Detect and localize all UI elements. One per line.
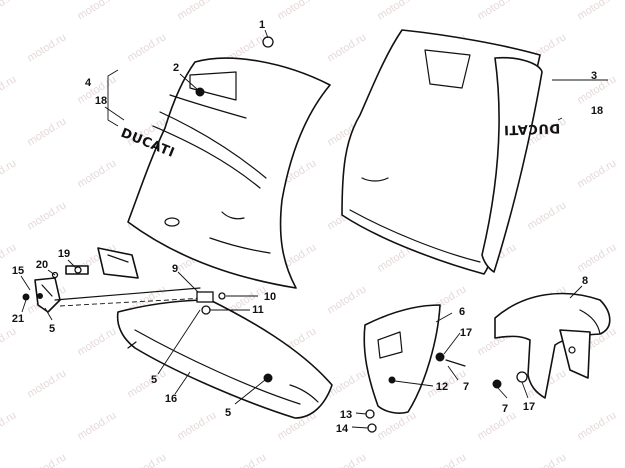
group-bracket-4 bbox=[107, 69, 119, 127]
lower-side-panel bbox=[363, 304, 441, 414]
watermark-text: motod.ru bbox=[175, 0, 218, 23]
watermark-text: motod.ru bbox=[525, 451, 568, 468]
watermark-text: motod.ru bbox=[25, 367, 68, 400]
callout-18-left: 18 bbox=[95, 95, 107, 107]
watermark-text: motod.ru bbox=[25, 199, 68, 232]
callout-5-left: 5 bbox=[49, 323, 55, 335]
callout-9: 9 bbox=[172, 263, 178, 275]
callout-11: 11 bbox=[252, 304, 264, 316]
bolt-21 bbox=[22, 293, 30, 301]
watermark-text: motod.ru bbox=[475, 409, 518, 442]
watermark-text: motod.ru bbox=[475, 0, 518, 23]
watermark-text: motod.ru bbox=[75, 325, 118, 358]
callout-15: 15 bbox=[12, 265, 24, 277]
watermark-text: motod.ru bbox=[0, 0, 18, 23]
watermark-text: motod.ru bbox=[575, 0, 618, 23]
watermark-text: motod.ru bbox=[575, 241, 618, 274]
watermark-text: motod.ru bbox=[125, 31, 168, 64]
callout-21: 21 bbox=[12, 313, 24, 325]
watermark-text: motod.ru bbox=[75, 0, 118, 23]
watermark-text: motod.ru bbox=[0, 325, 18, 358]
watermark-text: motod.ru bbox=[125, 451, 168, 468]
callout-19: 19 bbox=[58, 248, 70, 260]
watermark-text: motod.ru bbox=[225, 451, 268, 468]
watermark-text: motod.ru bbox=[75, 157, 118, 190]
callout-labels: 1 2 3 4 18 18 19 20 15 21 5 9 10 11 5 16… bbox=[12, 19, 603, 435]
callout-3: 3 bbox=[591, 70, 597, 82]
hardware bbox=[22, 36, 528, 433]
watermark-text: motod.ru bbox=[425, 451, 468, 468]
watermark-text: motod.ru bbox=[125, 367, 168, 400]
watermark-text: motod.ru bbox=[25, 31, 68, 64]
watermark-text: motod.ru bbox=[275, 0, 318, 23]
callout-2: 2 bbox=[173, 62, 179, 74]
watermark-text: motod.ru bbox=[75, 409, 118, 442]
watermark-text: motod.ru bbox=[575, 409, 618, 442]
watermark-text: motod.ru bbox=[375, 0, 418, 23]
callout-12: 12 bbox=[436, 381, 448, 393]
callout-1: 1 bbox=[259, 19, 265, 31]
screw-1 bbox=[262, 36, 274, 48]
left-fairing-panel bbox=[127, 57, 331, 289]
watermark-text: motod.ru bbox=[175, 409, 218, 442]
leader-lines bbox=[20, 29, 583, 429]
watermark-text: motod.ru bbox=[325, 451, 368, 468]
callout-17-middle: 17 bbox=[460, 327, 472, 339]
watermark-text: motod.ru bbox=[0, 73, 18, 106]
front-bracket bbox=[34, 247, 206, 313]
watermark-text: motod.ru bbox=[25, 451, 68, 468]
ducati-logo-right: DUCATI bbox=[503, 120, 560, 137]
callout-6: 6 bbox=[459, 306, 465, 318]
callout-13: 13 bbox=[340, 409, 352, 421]
watermark-text: motod.ru bbox=[575, 157, 618, 190]
callout-10: 10 bbox=[264, 291, 276, 303]
watermark-text: motod.ru bbox=[325, 283, 368, 316]
callout-5-bottom: 5 bbox=[225, 407, 231, 419]
callout-20: 20 bbox=[36, 259, 48, 271]
watermark-text: motod.ru bbox=[525, 199, 568, 232]
watermark-text: motod.ru bbox=[0, 409, 18, 442]
right-fairing-panel bbox=[341, 29, 543, 275]
callout-8: 8 bbox=[582, 275, 588, 287]
callout-4: 4 bbox=[85, 77, 92, 89]
callout-14: 14 bbox=[336, 423, 349, 435]
watermark-text: motod.ru bbox=[25, 115, 68, 148]
callout-16: 16 bbox=[165, 393, 177, 405]
belly-pan bbox=[116, 299, 333, 419]
callout-5-middle: 5 bbox=[151, 374, 157, 386]
callout-18-right: 18 bbox=[591, 105, 603, 117]
watermark-text: motod.ru bbox=[0, 157, 18, 190]
watermark-text: motod.ru bbox=[325, 31, 368, 64]
watermark-text: motod.ru bbox=[375, 409, 418, 442]
callout-17-right: 17 bbox=[523, 401, 535, 413]
callout-7-middle: 7 bbox=[463, 381, 469, 393]
callout-7-right: 7 bbox=[502, 403, 508, 415]
